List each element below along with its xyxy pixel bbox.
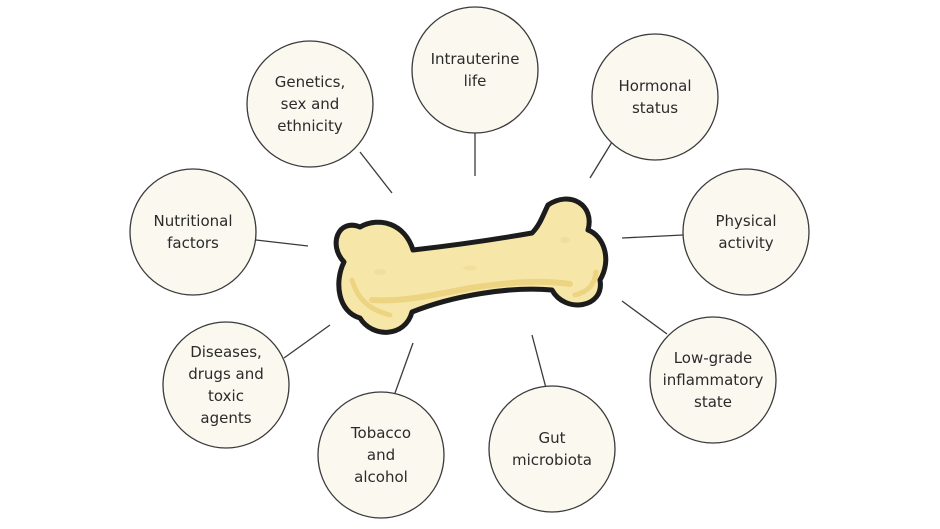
factor-node-diseases: Diseases, drugs and toxic agents bbox=[162, 321, 290, 449]
connector-lines bbox=[255, 133, 684, 394]
factor-circle-genetics bbox=[246, 40, 374, 168]
factor-label-inflammatory-line2: inflammatory bbox=[663, 371, 764, 389]
connector-gut bbox=[531, 334, 547, 389]
factor-circle-inflammatory bbox=[649, 316, 777, 444]
connector-nutritional bbox=[255, 239, 309, 247]
factor-node-genetics: Genetics, sex and ethnicity bbox=[246, 40, 374, 168]
factor-label-genetics-line2: sex and bbox=[281, 95, 340, 113]
connector-diseases bbox=[283, 324, 331, 359]
factor-label-hormonal-line1: Hormonal bbox=[618, 77, 691, 95]
factor-node-tobacco: Tobacco and alcohol bbox=[317, 391, 445, 519]
factor-circle-tobacco bbox=[317, 391, 445, 519]
factor-node-gut: Gut microbiota bbox=[488, 385, 616, 513]
factor-label-diseases-line2: drugs and bbox=[188, 365, 264, 383]
factor-label-diseases-line4: agents bbox=[200, 409, 251, 427]
factor-label-diseases-line1: Diseases, bbox=[190, 343, 262, 361]
connector-tobacco bbox=[394, 342, 414, 394]
factor-label-physical-line2: activity bbox=[718, 234, 773, 252]
connector-hormonal bbox=[589, 141, 613, 179]
factor-label-tobacco-line2: and bbox=[367, 446, 395, 464]
factor-label-genetics-line1: Genetics, bbox=[275, 73, 345, 91]
factor-node-nutritional: Nutritional factors bbox=[129, 168, 257, 296]
connector-physical bbox=[621, 234, 684, 239]
factor-label-gut-line2: microbiota bbox=[512, 451, 592, 469]
factor-label-intrauterine-line1: Intrauterine bbox=[431, 50, 520, 68]
factor-node-physical: Physical activity bbox=[682, 168, 810, 296]
bone-icon bbox=[333, 196, 609, 335]
factor-circle-diseases bbox=[162, 321, 290, 449]
factor-node-inflammatory: Low-grade inflammatory state bbox=[649, 316, 777, 444]
factor-label-physical-line1: Physical bbox=[715, 212, 776, 230]
connector-inflammatory bbox=[621, 300, 668, 335]
factor-label-diseases-line3: toxic bbox=[208, 387, 244, 405]
factor-label-nutritional-line2: factors bbox=[167, 234, 219, 252]
factor-label-gut-line1: Gut bbox=[538, 429, 565, 447]
factor-node-intrauterine: Intrauterine life bbox=[411, 6, 539, 134]
factor-label-inflammatory-line3: state bbox=[694, 393, 732, 411]
factor-node-hormonal: Hormonal status bbox=[591, 33, 719, 161]
connector-genetics bbox=[359, 151, 393, 194]
factor-circle-gut bbox=[488, 385, 616, 513]
factor-nodes: Genetics, sex and ethnicity Intrauterine lif… bbox=[129, 6, 810, 519]
factor-label-inflammatory-line1: Low-grade bbox=[674, 349, 753, 367]
factor-label-tobacco-line1: Tobacco bbox=[350, 424, 411, 442]
factor-circle-hormonal bbox=[591, 33, 719, 161]
factor-label-tobacco-line3: alcohol bbox=[354, 468, 408, 486]
factor-circle-intrauterine bbox=[411, 6, 539, 134]
factor-label-genetics-line3: ethnicity bbox=[277, 117, 343, 135]
factor-circle-physical bbox=[682, 168, 810, 296]
factor-label-hormonal-line2: status bbox=[632, 99, 678, 117]
factor-label-intrauterine-line2: life bbox=[464, 72, 487, 90]
factor-circle-nutritional bbox=[129, 168, 257, 296]
factor-label-nutritional-line1: Nutritional bbox=[153, 212, 232, 230]
